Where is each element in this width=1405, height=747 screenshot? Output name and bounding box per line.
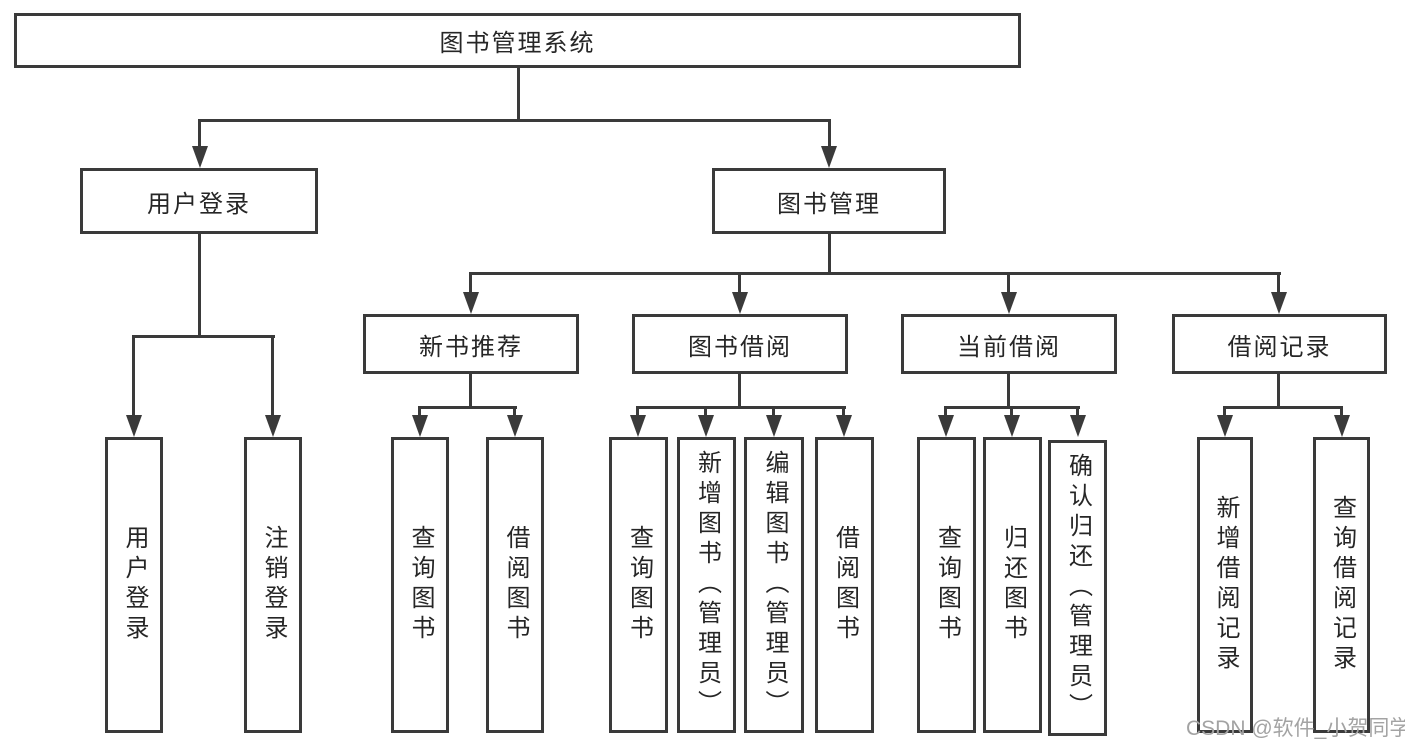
leaf-logout: 注销登录 — [244, 437, 302, 733]
connector-line — [944, 406, 947, 415]
leaf-label: 查询借阅记录 — [1328, 495, 1356, 675]
leaf-label: 借阅图书 — [831, 525, 859, 645]
connector-line — [738, 374, 741, 409]
connector-line — [738, 272, 741, 292]
connector-line — [1223, 406, 1226, 415]
leaf-label: 编辑图书（管理员） — [761, 450, 788, 720]
leaf-label: 查询图书 — [407, 525, 434, 645]
connector-line — [842, 406, 845, 415]
leaf-add-book-admin: 新增图书（管理员） — [677, 437, 736, 733]
arrowhead-down-icon — [821, 146, 837, 168]
node-new-book-recommend: 新书推荐 — [363, 314, 579, 374]
connector-line — [636, 406, 846, 409]
connector-line — [1010, 406, 1013, 415]
connector-line — [1340, 406, 1343, 415]
leaf-query-book-1: 查询图书 — [391, 437, 449, 733]
connector-line — [517, 68, 520, 121]
connector-line — [1277, 272, 1280, 292]
node-borrow-records-label: 借阅记录 — [1227, 333, 1332, 361]
arrowhead-down-icon — [1070, 415, 1086, 437]
arrowhead-down-icon — [412, 415, 428, 437]
leaf-label: 注销登录 — [260, 525, 287, 645]
arrowhead-down-icon — [1001, 292, 1017, 314]
node-book-management: 图书管理 — [712, 168, 946, 234]
connector-line — [1223, 406, 1343, 409]
connector-line — [1007, 374, 1010, 409]
leaf-return-book: 归还图书 — [983, 437, 1042, 733]
connector-line — [469, 374, 472, 409]
connector-line — [828, 234, 831, 275]
arrowhead-down-icon — [1004, 415, 1020, 437]
arrowhead-down-icon — [938, 415, 954, 437]
leaf-label: 归还图书 — [999, 525, 1027, 645]
connector-line — [1076, 406, 1079, 415]
arrowhead-down-icon — [1217, 415, 1233, 437]
connector-line — [772, 406, 775, 415]
connector-line — [469, 272, 472, 292]
node-book-management-label: 图书管理 — [777, 190, 881, 218]
node-root-label: 图书管理系统 — [439, 30, 596, 57]
connector-line — [1007, 272, 1010, 292]
arrowhead-down-icon — [732, 292, 748, 314]
connector-line — [1277, 374, 1280, 409]
connector-line — [704, 406, 707, 415]
arrowhead-down-icon — [1334, 415, 1350, 437]
connector-line — [636, 406, 639, 415]
connector-line — [470, 272, 1281, 275]
node-new-book-recommend-label: 新书推荐 — [419, 333, 523, 361]
leaf-label: 查询图书 — [625, 525, 653, 645]
node-current-borrow-label: 当前借阅 — [957, 333, 1061, 361]
arrowhead-down-icon — [630, 415, 646, 437]
leaf-confirm-return-admin: 确认归还（管理员） — [1048, 440, 1107, 736]
node-borrow-records: 借阅记录 — [1172, 314, 1387, 374]
arrowhead-down-icon — [507, 415, 523, 437]
node-book-borrow: 图书借阅 — [632, 314, 848, 374]
connector-line — [199, 119, 831, 122]
leaf-label: 新增图书（管理员） — [693, 450, 721, 720]
arrowhead-down-icon — [463, 292, 479, 314]
leaf-borrow-book-1: 借阅图书 — [486, 437, 544, 733]
node-book-borrow-label: 图书借阅 — [688, 333, 792, 361]
connector-line — [198, 119, 201, 147]
leaf-borrow-book-2: 借阅图书 — [815, 437, 874, 733]
arrowhead-down-icon — [192, 146, 208, 168]
connector-line — [418, 406, 421, 415]
leaf-query-book-3: 查询图书 — [917, 437, 976, 733]
arrowhead-down-icon — [766, 415, 782, 437]
node-user-login-label: 用户登录 — [147, 190, 251, 218]
node-current-borrow: 当前借阅 — [901, 314, 1117, 374]
connector-line — [418, 406, 517, 409]
connector-line — [133, 335, 275, 338]
arrowhead-down-icon — [698, 415, 714, 437]
arrowhead-down-icon — [1271, 292, 1287, 314]
connector-line — [271, 335, 274, 415]
leaf-user-login: 用户登录 — [105, 437, 163, 733]
leaf-add-borrow-record: 新增借阅记录 — [1197, 437, 1253, 733]
connector-line — [132, 335, 135, 415]
node-user-login: 用户登录 — [80, 168, 318, 234]
arrowhead-down-icon — [265, 415, 281, 437]
leaf-label: 借阅图书 — [502, 525, 529, 645]
connector-line — [198, 234, 201, 338]
connector-line — [828, 119, 831, 147]
leaf-edit-book-admin: 编辑图书（管理员） — [744, 437, 804, 733]
arrowhead-down-icon — [126, 415, 142, 437]
leaf-label: 查询图书 — [933, 525, 961, 645]
connector-line — [513, 406, 516, 415]
leaf-label: 确认归还（管理员） — [1064, 453, 1092, 723]
leaf-query-borrow-record: 查询借阅记录 — [1313, 437, 1370, 733]
node-root: 图书管理系统 — [14, 13, 1021, 68]
leaf-query-book-2: 查询图书 — [609, 437, 668, 733]
leaf-label: 新增借阅记录 — [1212, 495, 1239, 675]
leaf-label: 用户登录 — [121, 525, 148, 645]
watermark: CSDN @软件_小贺同学 — [1186, 717, 1405, 740]
arrowhead-down-icon — [836, 415, 852, 437]
